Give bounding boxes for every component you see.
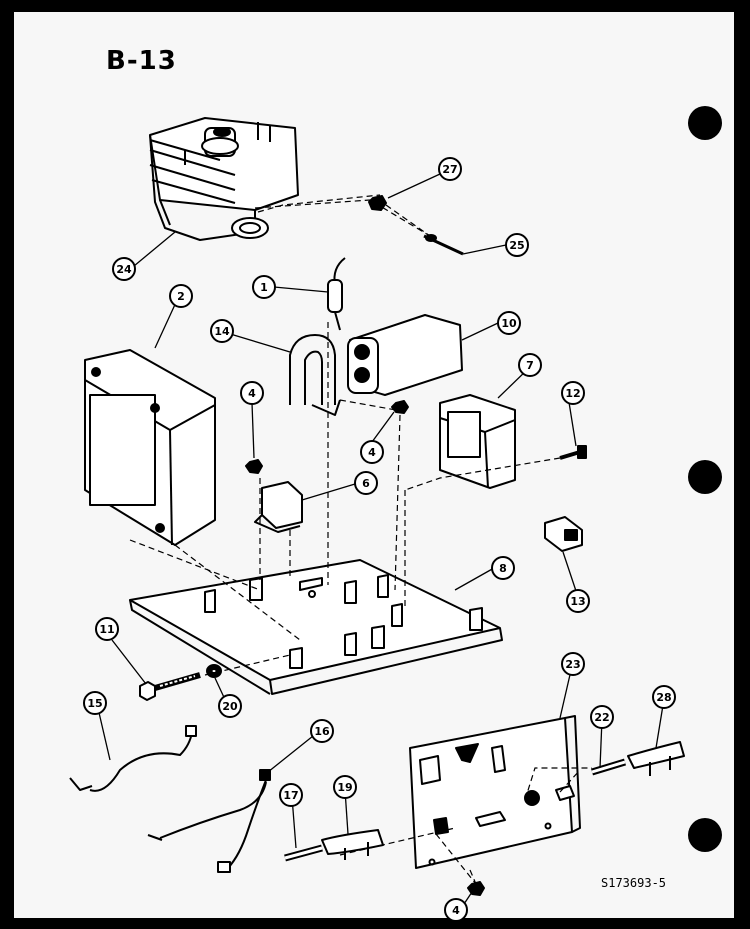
svg-text:20: 20 — [222, 700, 238, 713]
svg-text:25: 25 — [509, 239, 524, 252]
svg-text:13: 13 — [570, 595, 585, 608]
svg-text:12: 12 — [565, 387, 580, 400]
callout-27: 27 — [438, 157, 462, 181]
svg-text:14: 14 — [214, 325, 230, 338]
svg-text:17: 17 — [283, 789, 298, 802]
callout-4-bottom: 4 — [444, 898, 468, 922]
magnetron-part — [149, 117, 299, 241]
wire-15-part — [69, 725, 197, 792]
base-plate-part — [129, 559, 503, 695]
svg-text:4: 4 — [452, 904, 460, 917]
drawing-number: S173693-5 — [601, 876, 667, 890]
washer-20-part — [206, 664, 222, 678]
svg-text:23: 23 — [565, 658, 580, 671]
callout-8: 8 — [491, 556, 515, 580]
svg-text:7: 7 — [526, 359, 534, 372]
callout-4-left: 4 — [240, 381, 264, 405]
callout-17: 17 — [279, 783, 303, 807]
callout-1: 1 — [252, 275, 276, 299]
screw-4-left-part — [245, 459, 263, 474]
callout-7: 7 — [518, 353, 542, 377]
svg-text:11: 11 — [99, 623, 114, 636]
svg-text:15: 15 — [87, 697, 102, 710]
svg-text:27: 27 — [442, 163, 457, 176]
svg-text:8: 8 — [499, 562, 507, 575]
callout-20: 20 — [218, 694, 242, 718]
callout-23: 23 — [561, 652, 585, 676]
svg-text:2: 2 — [177, 290, 185, 303]
callout-14: 14 — [210, 319, 234, 343]
choke-coil-part — [439, 394, 516, 489]
callout-13: 13 — [566, 589, 590, 613]
svg-text:4: 4 — [368, 446, 376, 459]
transformer-part — [84, 349, 216, 546]
terminal-17-part — [284, 844, 323, 862]
svg-text:6: 6 — [362, 477, 370, 490]
binder-hole-bottom — [688, 818, 722, 852]
terminal-28-part — [627, 741, 685, 776]
svg-text:1: 1 — [260, 281, 268, 294]
callout-16: 16 — [310, 719, 334, 743]
svg-text:16: 16 — [314, 725, 330, 738]
callout-15: 15 — [83, 691, 107, 715]
svg-text:24: 24 — [116, 263, 132, 276]
pcb-part — [409, 715, 581, 869]
screw-11-part — [139, 672, 201, 701]
terminal-22-part — [590, 758, 627, 776]
callout-28: 28 — [652, 685, 676, 709]
bracket-14-part — [289, 334, 341, 416]
callout-25: 25 — [505, 233, 529, 257]
svg-text:19: 19 — [337, 781, 352, 794]
binder-hole-top — [688, 106, 722, 140]
screw-27-part — [368, 195, 387, 211]
connector-13-part — [544, 516, 583, 552]
callout-6: 6 — [354, 471, 378, 495]
callout-2: 2 — [169, 284, 193, 308]
svg-text:28: 28 — [656, 691, 671, 704]
callouts: 27 25 24 1 2 14 10 7 4 12 4 6 13 8 11 20… — [83, 157, 676, 922]
screw-4-bottom-part — [467, 881, 485, 896]
screw-4-mid-part — [391, 400, 409, 414]
callout-19: 19 — [333, 775, 357, 799]
fuse-holder-part — [254, 481, 303, 533]
diagram-title: B-13 — [106, 46, 177, 76]
svg-text:22: 22 — [594, 711, 609, 724]
callout-24: 24 — [112, 257, 136, 281]
svg-text:4: 4 — [248, 387, 256, 400]
callout-4-mid: 4 — [360, 440, 384, 464]
callout-12: 12 — [561, 381, 585, 405]
binder-hole-middle — [688, 460, 722, 494]
callout-11: 11 — [95, 617, 119, 641]
diode-part — [327, 257, 346, 331]
assembly-lines — [129, 194, 592, 885]
wire-16-part — [147, 769, 271, 873]
callout-10: 10 — [497, 311, 521, 335]
svg-text:10: 10 — [501, 317, 517, 330]
lead-25-part — [423, 234, 464, 256]
capacitor-part — [347, 314, 463, 396]
terminal-19-part — [321, 829, 384, 860]
screw-12-part — [559, 445, 587, 460]
callout-22: 22 — [590, 705, 614, 729]
